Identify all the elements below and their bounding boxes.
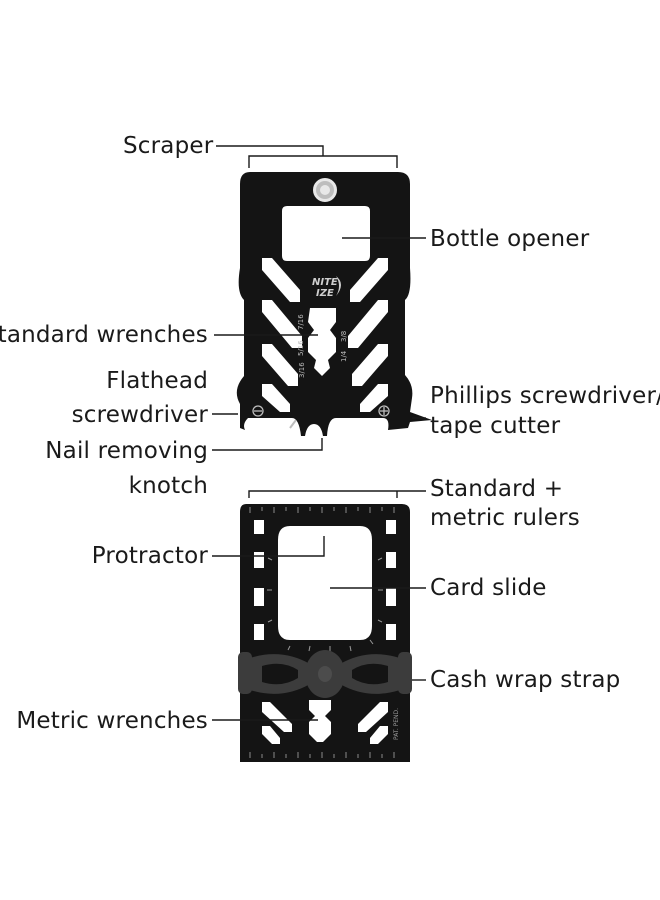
- callout-lines: [212, 145, 426, 721]
- label-rulers-line2: metric rulers: [430, 505, 580, 531]
- label-phillips-line1: Phillips screwdriver/: [430, 383, 660, 409]
- patent-marking: PAT. PEND.: [393, 708, 400, 740]
- size-mark-3-16: 3/16: [298, 362, 306, 378]
- phillips-icon: [378, 405, 390, 417]
- label-nail-line1: Nail removing: [45, 438, 208, 464]
- top-card-body: [236, 172, 432, 436]
- size-mark-3-8: 3/8: [340, 331, 348, 342]
- rulers-callout: [248, 490, 426, 498]
- label-flathead-line1: Flathead: [106, 368, 208, 394]
- cash-wrap-strap: [238, 650, 412, 698]
- label-protractor: Protractor: [91, 543, 208, 569]
- label-metric-wrenches: Metric wrenches: [16, 708, 208, 734]
- metric-multitool-card: PAT. PEND.: [238, 504, 412, 762]
- nail-callout: [212, 438, 323, 451]
- scraper-callout: [216, 145, 398, 168]
- label-nail-line2: knotch: [128, 473, 208, 499]
- label-cash-wrap-strap: Cash wrap strap: [430, 667, 621, 693]
- label-scraper: Scraper: [123, 133, 214, 159]
- brand-logo-line2: IZE: [316, 288, 334, 299]
- size-mark-5-16: 5/16: [297, 340, 305, 356]
- bottom-ruler-ticks: [249, 752, 395, 758]
- label-phillips-line2: tape cutter: [430, 413, 561, 439]
- label-bottle-opener: Bottle opener: [430, 226, 590, 252]
- protractor-callout: [212, 536, 325, 557]
- label-standard-wrenches: Standard wrenches: [0, 322, 208, 348]
- moon-icon: [336, 276, 341, 296]
- top-ruler-ticks: [249, 507, 395, 513]
- label-rulers-line1: Standard +: [430, 476, 564, 502]
- standard-multitool-card: NITE IZE 7/16 3/8 5/16 1/4 3/16: [236, 172, 432, 436]
- nail-icon: [289, 419, 297, 429]
- size-mark-7-16: 7/16: [297, 314, 305, 330]
- label-flathead-line2: screwdriver: [71, 402, 208, 428]
- flathead-icon: [252, 405, 264, 417]
- size-mark-1-4: 1/4: [340, 350, 348, 362]
- brand-logo-line1: NITE: [312, 277, 338, 288]
- protractor-ticks: [267, 557, 383, 652]
- bottom-card-body: [240, 504, 410, 762]
- label-card-slide: Card slide: [430, 575, 547, 601]
